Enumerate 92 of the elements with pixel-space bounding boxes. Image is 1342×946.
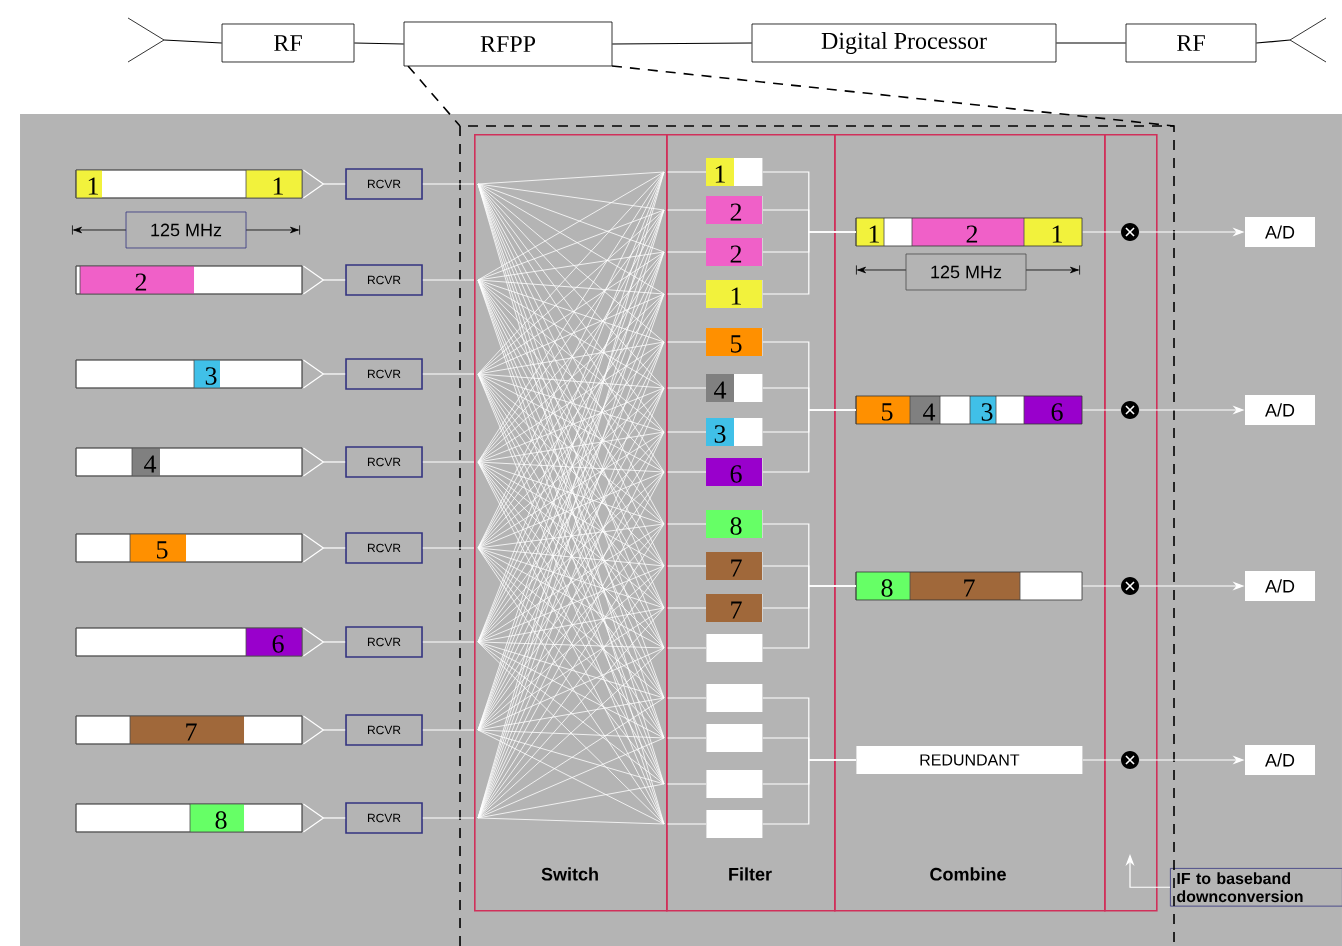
spectrum-bar: 5 4 3 6 [855,395,1083,425]
filter-box: 1 [706,158,763,186]
connector [422,279,475,281]
connector [762,759,857,825]
converter-box: A/D [1245,217,1315,247]
filter-box: 5 [706,328,763,356]
spectrum-bar: 3 [75,359,303,389]
connector [163,39,223,44]
antenna-icon [1289,17,1327,63]
filter-box [706,810,763,838]
connector [1082,585,1122,587]
filter-box: 2 [706,196,763,224]
connector [302,447,346,477]
connector [422,641,475,643]
spectrum-bar: 8 7 [855,571,1083,601]
spectrum-bar: 1 1 [75,169,303,199]
connector [353,42,405,45]
antenna-icon [127,17,165,63]
connector [302,533,346,563]
connector [422,729,475,731]
block-box: RFPP [403,21,613,67]
note-box: IF to baseband downconversion [1170,868,1342,907]
filter-box [706,770,763,798]
connector [611,42,753,45]
connector [667,341,707,343]
connector [302,627,346,657]
connector [762,231,857,295]
connector [667,293,707,295]
dimension-label: 125 MHz [125,211,247,249]
filter-box [706,684,763,712]
block-box: Digital Processor [751,23,1057,63]
connector [1055,42,1127,44]
connector [667,209,707,211]
connector [667,171,707,173]
filter-box: 1 [706,280,763,308]
connector [1082,759,1122,761]
connector [302,169,346,199]
filter-box: 7 [706,552,763,580]
mixer-symbol [1121,401,1139,419]
mixer-symbol [1121,223,1139,241]
connector [667,697,707,699]
connector [302,803,346,833]
connector [762,409,857,473]
connector [667,431,707,433]
connector [667,647,707,649]
filter-box: 2 [706,238,763,266]
filter-box: 3 [706,418,763,446]
spectrum-bar: 6 [75,627,303,657]
spectrum-bar: REDUNDANT [856,746,1083,774]
filter-box [706,634,763,662]
spectrum-bar: 7 [75,715,303,745]
filter-box: 7 [706,594,763,622]
filter-box: 6 [706,458,763,486]
mixer-symbol [1121,577,1139,595]
connector [302,265,346,295]
column-panel [1104,134,1158,912]
connector [422,547,475,549]
connector [667,783,707,785]
spectrum-bar: 1 2 1 [855,217,1083,247]
filter-box [706,724,763,752]
filter-box: 8 [706,510,763,538]
connector [667,823,707,825]
connector [762,585,857,649]
block-box: RF [1125,23,1257,63]
converter-box: A/D [1245,745,1315,775]
mixer-symbol [1121,751,1139,769]
converter-box: A/D [1245,571,1315,601]
dimension-label: 125 MHz [905,253,1027,291]
spectrum-bar: 5 [75,533,303,563]
connector [1255,39,1291,44]
connector [667,523,707,525]
connector [422,461,475,463]
spectrum-bar: 2 [75,265,303,295]
filter-box: 4 [706,374,763,402]
converter-box: A/D [1245,395,1315,425]
connector [667,565,707,567]
spectrum-bar: 4 [75,447,303,477]
connector [302,359,346,389]
connector [422,817,475,819]
block-box: RF [221,23,355,63]
connector [422,183,475,185]
connector [422,373,475,375]
connector [667,737,707,739]
connector [667,387,707,389]
column-panel: Switch [474,134,668,912]
connector [667,607,707,609]
connector [667,471,707,473]
connector [302,715,346,745]
connector [667,251,707,253]
connector [1082,409,1122,411]
spectrum-bar: 8 [75,803,303,833]
connector [1082,231,1122,233]
